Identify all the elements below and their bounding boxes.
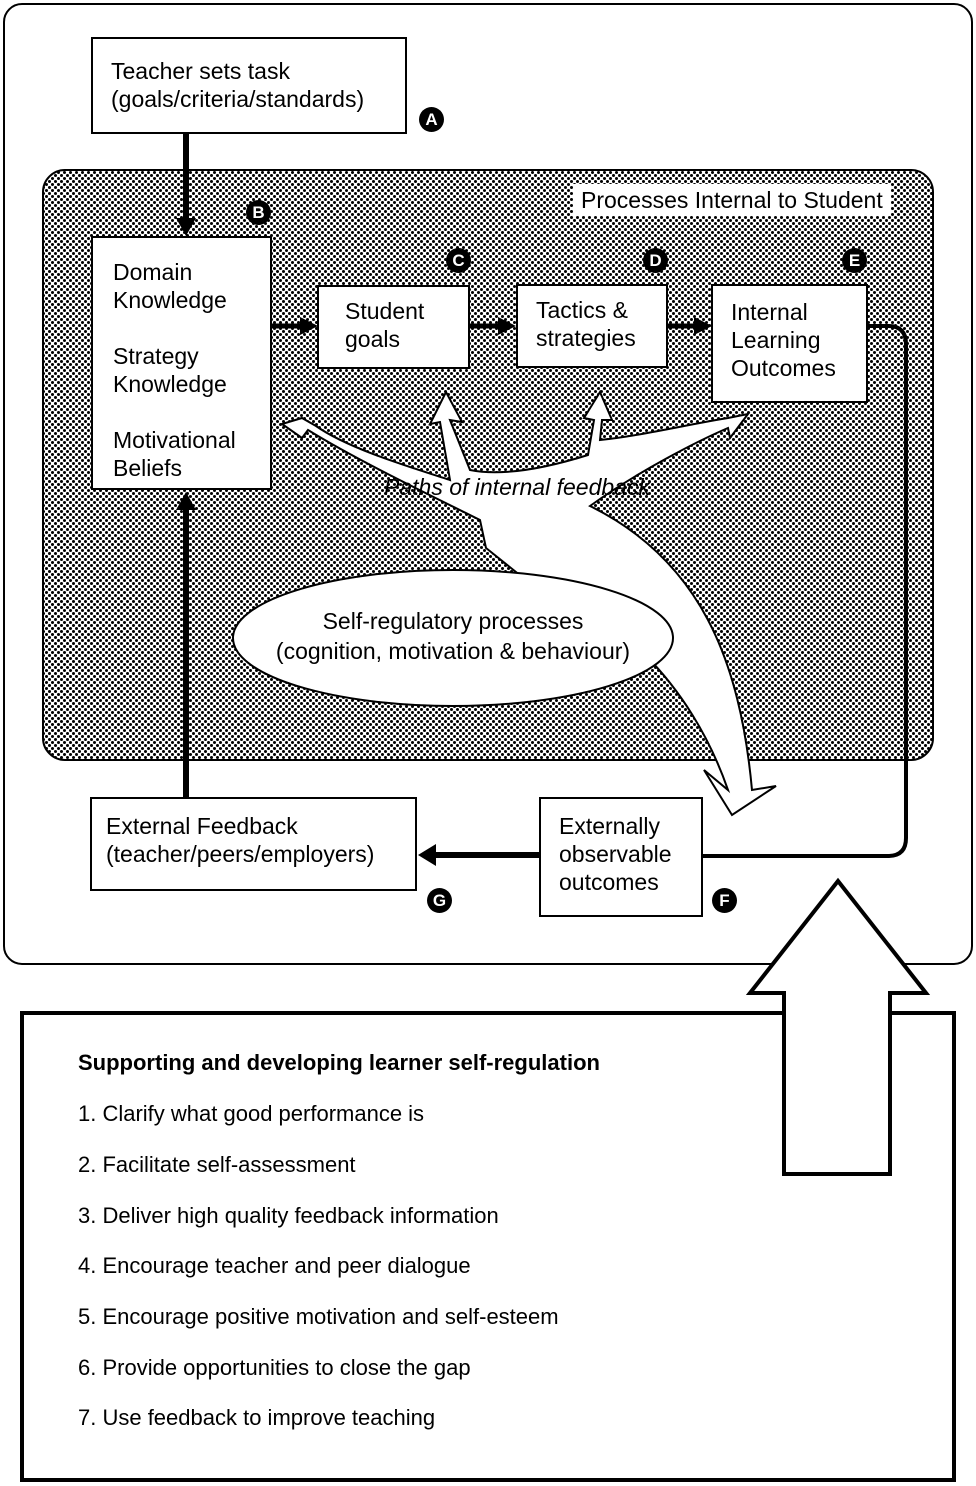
support-item-5: 5. Encourage positive motivation and sel… [78,1304,559,1329]
self-regulatory-line1: Self-regulatory processes [322,608,584,634]
internal-outcomes-line1: Internal [731,299,808,325]
external-feedback-line1: External Feedback [106,813,298,839]
badge-g: G [427,888,452,913]
arrowhead-outcomes-to-feedback [418,844,436,866]
internal-outcomes-line2: Learning [731,327,821,353]
self-regulatory-line2: (cognition, motivation & behaviour) [275,638,631,664]
knowledge-motivational-line2: Beliefs [113,455,183,481]
arrowhead-goals-to-tactics [498,317,516,335]
internal-outcomes-box: Internal Learning Outcomes [711,284,868,403]
external-outcomes-line3: outcomes [559,869,659,895]
tactics-box: Tactics & strategies [516,284,668,368]
badge-c: C [446,248,471,273]
big-up-arrow [745,877,931,1176]
student-goals-line1: Student [345,298,425,324]
teacher-task-line1: Teacher sets task [111,58,290,84]
self-regulatory-text: Self-regulatory processes (cognition, mo… [232,606,674,666]
support-item-4: 4. Encourage teacher and peer dialogue [78,1253,471,1278]
arrowhead-tactics-to-outcomes [694,317,712,335]
support-item-6: 6. Provide opportunities to close the ga… [78,1355,471,1380]
teacher-task-line2: (goals/criteria/standards) [111,86,365,112]
external-feedback-box: External Feedback (teacher/peers/employe… [90,797,417,891]
tactics-line1: Tactics & [536,297,629,323]
external-outcomes-line2: observable [559,841,672,867]
arrowhead-feedback-to-knowledge [176,492,196,510]
self-regulatory-ellipse [232,569,674,707]
teacher-task-box: Teacher sets task (goals/criteria/standa… [91,37,407,134]
arrowhead-task-to-knowledge [176,218,196,236]
badge-d: D [643,248,668,273]
internal-outcomes-line3: Outcomes [731,355,836,381]
panel-title: Processes Internal to Student [573,184,891,216]
student-goals-box: Student goals [317,285,470,369]
support-title: Supporting and developing learner self-r… [78,1050,600,1075]
student-goals-line2: goals [345,326,400,352]
knowledge-strategy-line2: Knowledge [113,371,227,397]
support-item-7: 7. Use feedback to improve teaching [78,1405,436,1430]
external-feedback-line2: (teacher/peers/employers) [106,841,375,867]
knowledge-domain-line1: Domain [113,259,193,285]
feedback-paths-label: Paths of internal feedback [384,474,650,500]
arrowhead-knowledge-to-goals [300,317,318,335]
badge-e: E [842,248,867,273]
badge-f: F [712,888,737,913]
support-item-2: 2. Facilitate self-assessment [78,1152,356,1177]
knowledge-strategy-line1: Strategy [113,343,199,369]
knowledge-domain-line2: Knowledge [113,287,227,313]
line-outcomes-to-external [703,324,908,858]
external-outcomes-line1: Externally [559,813,660,839]
knowledge-motivational-line1: Motivational [113,427,236,453]
support-item-3: 3. Deliver high quality feedback informa… [78,1203,499,1228]
badge-b: B [246,200,271,225]
tactics-line2: strategies [536,325,636,351]
external-outcomes-box: Externally observable outcomes [539,797,703,917]
support-item-1: 1. Clarify what good performance is [78,1101,425,1126]
knowledge-box: Domain Knowledge Strategy Knowledge Moti… [91,236,272,490]
badge-a: A [419,107,444,132]
